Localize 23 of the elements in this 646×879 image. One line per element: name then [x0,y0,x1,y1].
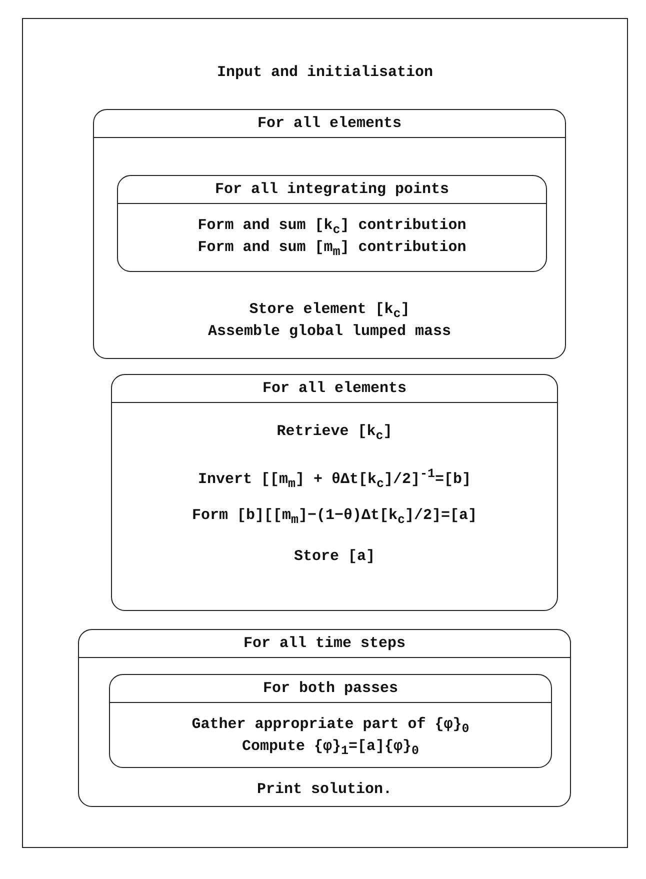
step-text: Invert [[m$_{m}$] + θΔt[k$_{c}$]/2]$^{-1}$=[b] [196,466,472,493]
step-text: Gather appropriate part of {φ}$_{0}$ [190,715,470,738]
step-text: Store element [k$_{c}$] [248,300,411,323]
frame-title: Input and initialisation [216,63,434,83]
step-text: Form and sum [m$_{m}$] contribution [196,238,468,261]
loop-box [109,674,552,768]
step-text: Store [a] [292,547,376,567]
loop-box [111,374,558,611]
step-text: Compute {φ}$_{1}$=[a]{φ}$_{0}$ [240,737,420,760]
loop-heading: For all time steps [79,630,570,658]
loop-heading: For both passes [110,675,551,703]
loop-box [93,109,566,359]
loop-heading: For all elements [94,110,565,138]
loop-heading: For all integrating points [118,176,546,204]
step-text: Form and sum [k$_{c}$] contribution [196,216,468,239]
loop-heading: For all elements [112,375,557,403]
step-text: Retrieve [k$_{c}$] [276,422,394,445]
frame-box [22,18,628,848]
step-text: Print solution. [256,780,394,800]
step-text: Assemble global lumped mass [206,322,452,342]
loop-box [78,629,571,807]
step-text: Form [b][[m$_{m}$]−(1−θ)Δt[k$_{c}$]/2]=[a] [190,506,478,529]
loop-box [117,175,547,272]
